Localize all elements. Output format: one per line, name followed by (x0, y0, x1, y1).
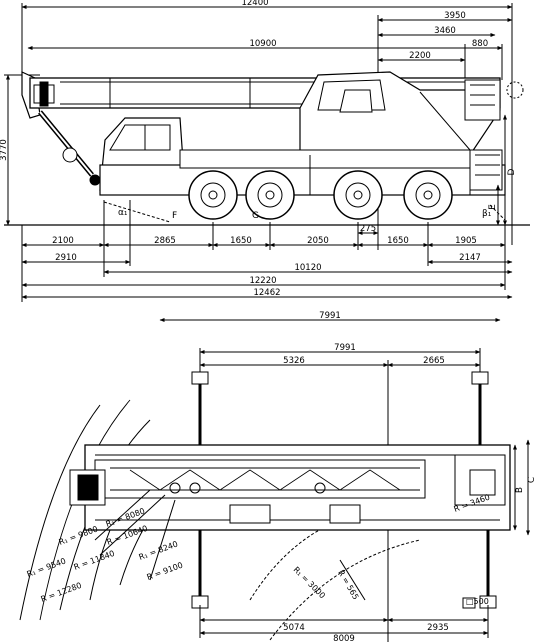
radius-r-11840: R = 11840 (73, 549, 116, 572)
dim-2147: 2147 (459, 253, 481, 263)
dim-7991-outer: 7991 (319, 311, 341, 321)
dim-12400: 12400 (241, 0, 268, 8)
dim-10120: 10120 (294, 263, 321, 273)
outrigger-front-left (191, 371, 209, 445)
dim-3950: 3950 (444, 11, 466, 21)
radius-r1-9540: R₁ = 9540 (26, 556, 68, 578)
side-view-labels: 12400 10900 3950 3460 880 2200 3770 α₁ F… (0, 0, 517, 298)
dim-12220: 12220 (249, 276, 276, 286)
radius-r-9100: R = 9100 (146, 561, 185, 582)
dim-3460: 3460 (434, 26, 456, 36)
dim-2935: 2935 (427, 623, 449, 633)
dim-2910: 2910 (55, 253, 77, 263)
wheel-2 (245, 170, 295, 220)
label-alpha1: α₁ (118, 208, 128, 218)
label-E: E (488, 204, 498, 210)
outrigger-rear-left (471, 371, 489, 445)
dim-12462: 12462 (253, 288, 280, 298)
dim-2665: 2665 (423, 356, 445, 366)
dim-5326: 5326 (283, 356, 305, 366)
dim-3770: 3770 (0, 139, 9, 161)
dim-2050: 2050 (307, 236, 329, 246)
wheel-4 (403, 170, 453, 220)
outrigger-pad-label: □500 (466, 597, 489, 606)
radius-r-12280: R = 12280 (40, 581, 83, 604)
wheel-1 (188, 170, 238, 220)
label-beta1: β₁ (482, 209, 492, 219)
dim-2100: 2100 (52, 236, 74, 246)
dim-5074: 5074 (283, 623, 305, 633)
top-view (19, 318, 530, 642)
label-D: D (507, 168, 517, 175)
boom-top (94, 459, 426, 499)
outrigger-front-right (191, 530, 209, 609)
dim-275: 275 (360, 224, 376, 234)
dim-1650-left: 1650 (230, 236, 252, 246)
label-C: C (527, 477, 536, 483)
dim-2865: 2865 (154, 236, 176, 246)
label-G: G (252, 211, 259, 221)
dim-10900: 10900 (249, 39, 276, 49)
side-view (4, 3, 530, 302)
outrigger-rear-right (479, 530, 497, 609)
dim-8009: 8009 (333, 634, 355, 642)
label-B: B (515, 487, 525, 493)
dim-2200: 2200 (409, 51, 431, 61)
dim-880: 880 (472, 39, 488, 49)
dim-1905: 1905 (455, 236, 477, 246)
radius-r1-8240: R₁ = 8240 (138, 539, 180, 561)
label-F: F (172, 211, 177, 221)
dim-7991-inner: 7991 (334, 343, 356, 353)
wheel-3 (333, 170, 383, 220)
dim-1650-right: 1650 (387, 236, 409, 246)
radius-r1-3000: R₁ = 3000 (292, 565, 327, 600)
